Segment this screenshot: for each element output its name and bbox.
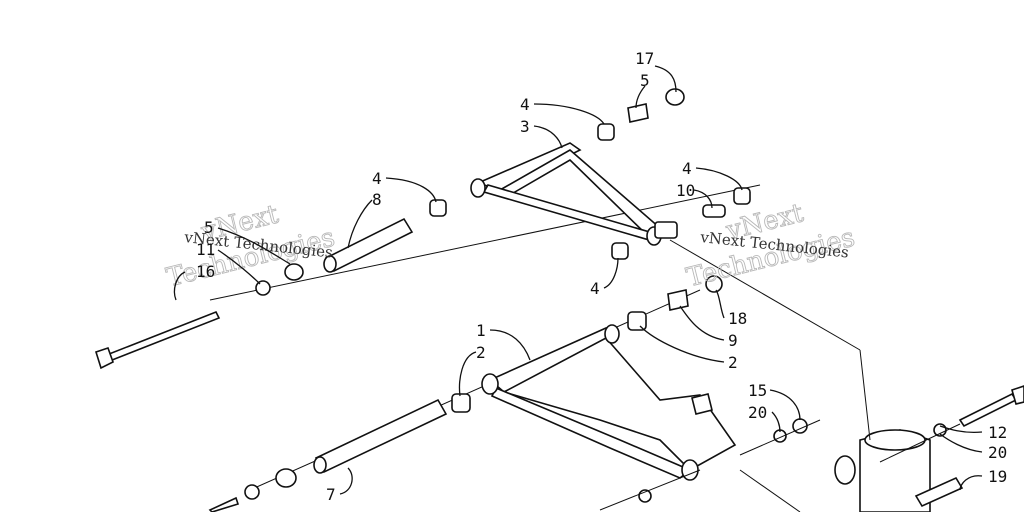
callout-3: 3 bbox=[520, 117, 530, 136]
callout-2: 2 bbox=[476, 343, 486, 362]
callout-15: 15 bbox=[748, 381, 767, 400]
callout-4: 4 bbox=[590, 279, 600, 298]
callout-19: 19 bbox=[988, 467, 1007, 486]
callout-20: 20 bbox=[988, 443, 1007, 462]
callout-16: 16 bbox=[196, 262, 215, 281]
leader-lines bbox=[173, 65, 983, 495]
upper-a-arm bbox=[95, 88, 761, 370]
callout-7: 7 bbox=[326, 485, 336, 504]
callout-5: 5 bbox=[204, 218, 214, 237]
callout-12: 12 bbox=[988, 423, 1007, 442]
callout-10: 10 bbox=[676, 181, 695, 200]
callout-4: 4 bbox=[372, 169, 382, 188]
callouts: 17 5 4 3 4 8 4 10 5 11 16 4 18 9 2 1 2 1… bbox=[196, 49, 1007, 504]
callout-8: 8 bbox=[372, 190, 382, 209]
callout-2: 2 bbox=[728, 353, 738, 372]
callout-18: 18 bbox=[728, 309, 747, 328]
callout-9: 9 bbox=[728, 331, 738, 350]
lower-a-arm bbox=[208, 275, 821, 512]
callout-20: 20 bbox=[748, 403, 767, 422]
callout-11: 11 bbox=[196, 240, 215, 259]
callout-4: 4 bbox=[520, 95, 530, 114]
callout-17: 17 bbox=[635, 49, 654, 68]
callout-5: 5 bbox=[640, 71, 650, 90]
spindle bbox=[669, 239, 1024, 512]
callout-1: 1 bbox=[476, 321, 486, 340]
callout-4: 4 bbox=[682, 159, 692, 178]
